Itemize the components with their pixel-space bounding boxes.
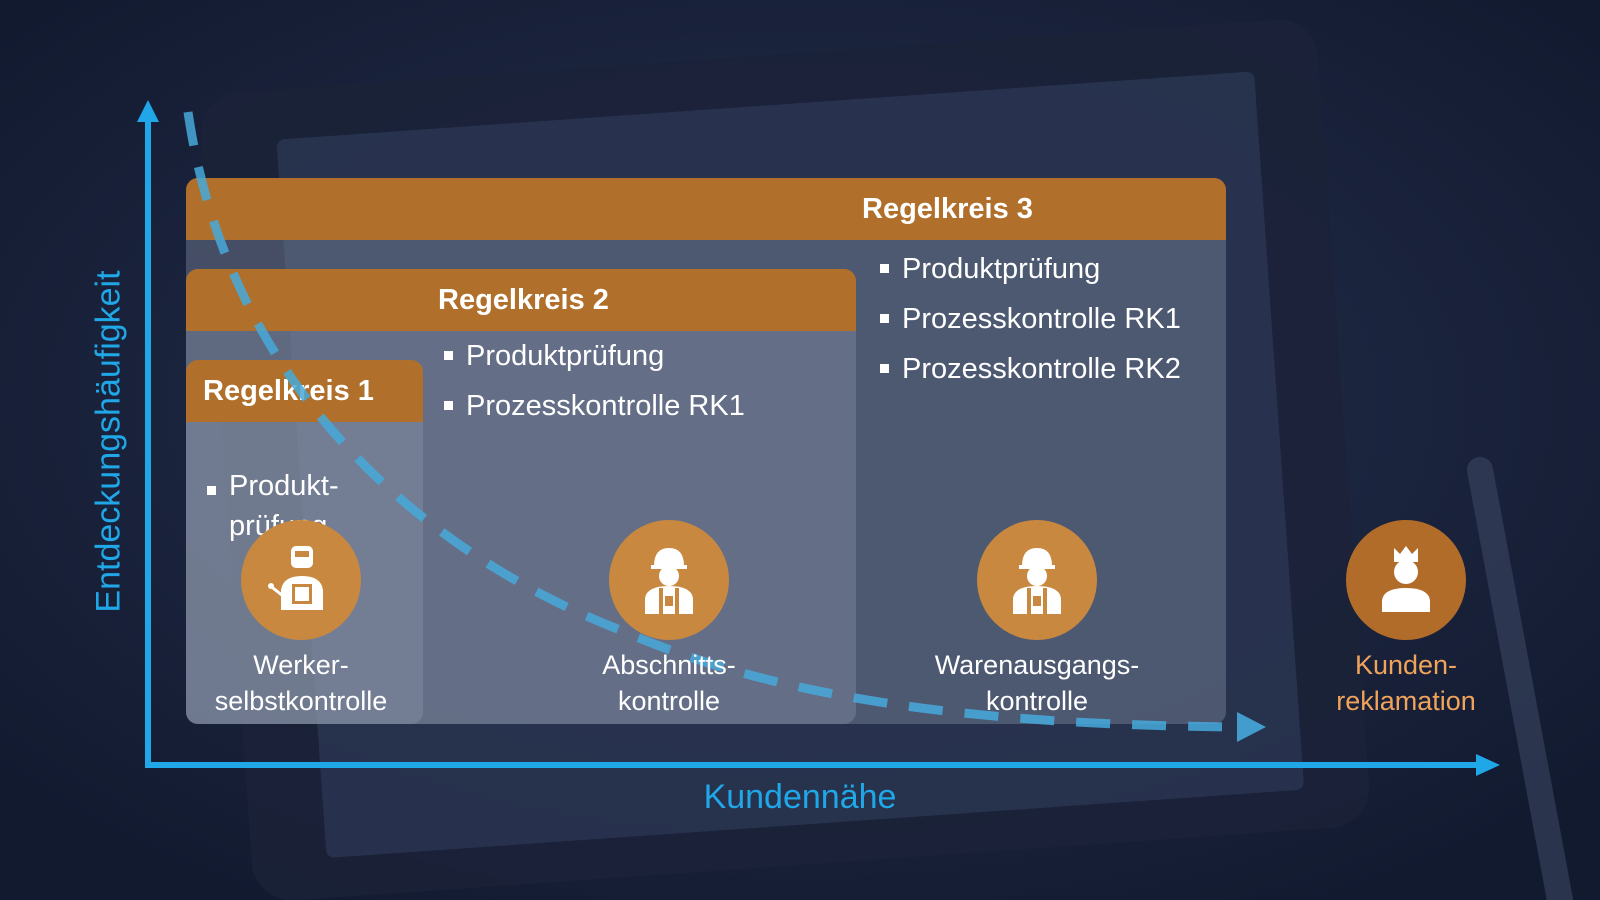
stage-label-section: Abschnitts- kontrolle	[602, 650, 736, 716]
stage-icon-customer	[1346, 520, 1466, 640]
worker-helmet-icon	[1013, 548, 1061, 614]
y-axis-label: Entdeckungshäufigkeit	[89, 270, 128, 613]
regelkreis-1-title: Regelkreis 1	[186, 360, 423, 422]
stage-label-customer: Kunden- reklamation	[1336, 650, 1476, 716]
list-item: Produktprüfung	[880, 244, 1181, 294]
x-axis-label: Kundennähe	[703, 778, 897, 816]
customer-crown-icon	[1382, 546, 1430, 612]
welder-icon	[268, 546, 323, 610]
list-item: Prozesskontrolle RK1	[880, 294, 1181, 344]
list-item: Produktprüfung	[444, 331, 745, 381]
list-item: Prozesskontrolle RK2	[880, 344, 1181, 394]
list-item: Prozesskontrolle RK1	[444, 381, 745, 431]
stage-icon-worker-self	[241, 520, 361, 640]
worker-helmet-icon	[645, 548, 693, 614]
regelkreis-2-title: Regelkreis 2	[186, 269, 856, 331]
regelkreis-2-list: Produktprüfung Prozesskontrolle RK1	[444, 331, 745, 431]
regelkreis-3-title: Regelkreis 3	[186, 178, 1226, 240]
stage-icon-outgoing	[977, 520, 1097, 640]
stage-label-worker-self: Werker- selbstkontrolle	[214, 650, 388, 716]
stage-icon-section	[609, 520, 729, 640]
stage-label-outgoing: Warenausgangs- kontrolle	[934, 650, 1140, 716]
regelkreis-3-list: Produktprüfung Prozesskontrolle RK1 Proz…	[880, 244, 1181, 394]
